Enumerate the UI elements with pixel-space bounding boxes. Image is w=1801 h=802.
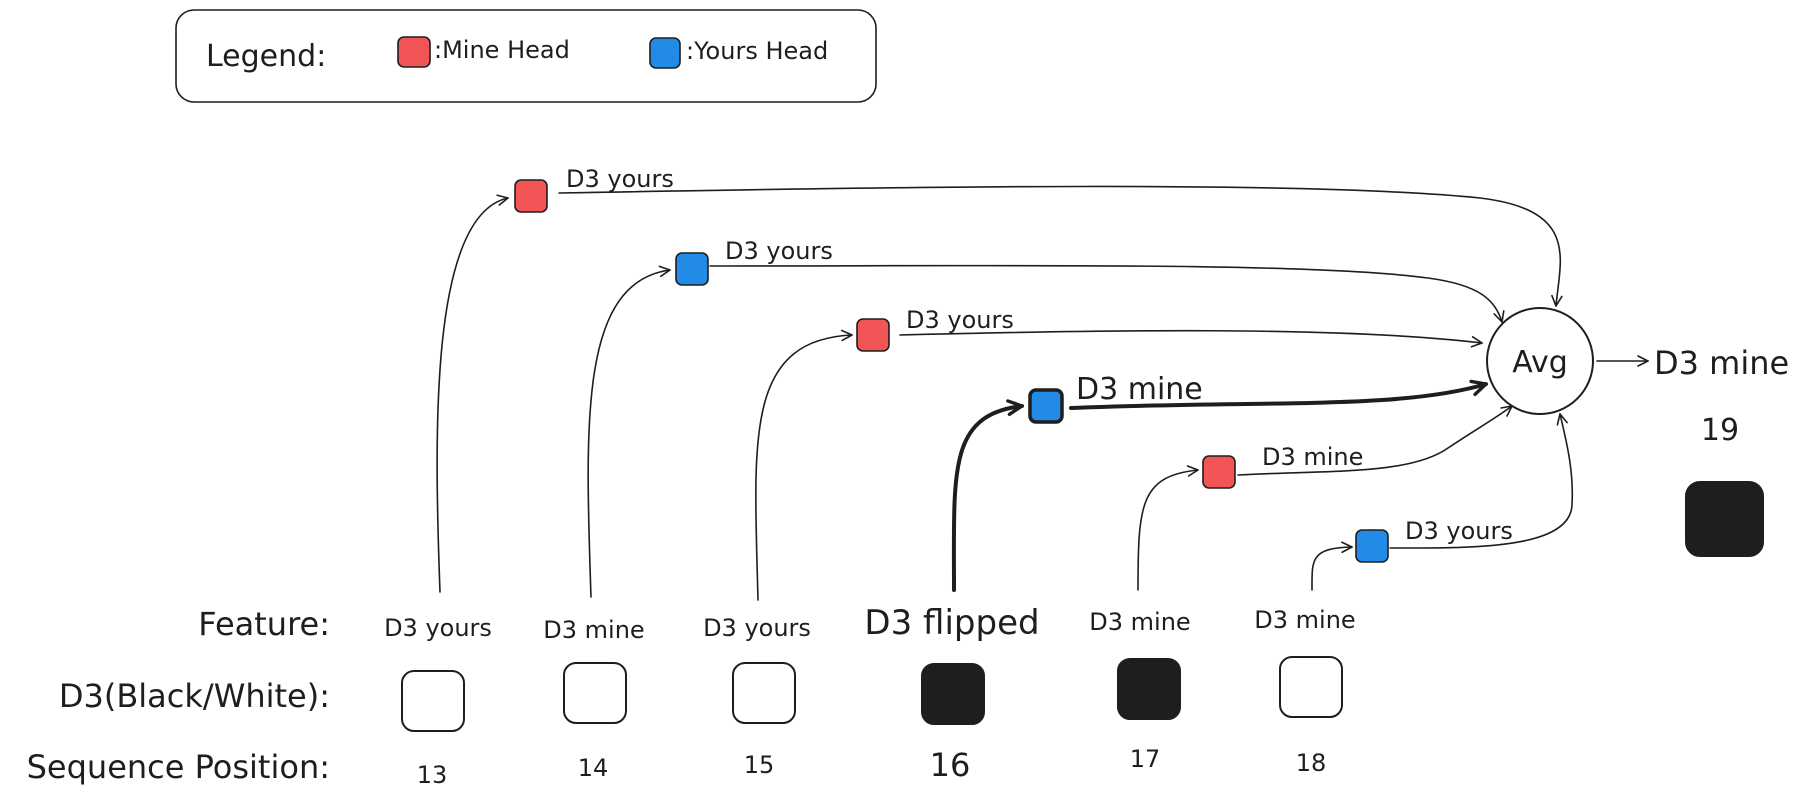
feature-label-13: D3 yours: [384, 614, 492, 642]
head-output-label-15: D3 yours: [906, 306, 1014, 334]
d3-box-13: [401, 670, 465, 732]
feature-labels: D3 yours D3 mine D3 yours D3 flipped D3 …: [384, 603, 1356, 644]
sequence-positions: 13 14 15 16 17 18: [417, 745, 1327, 789]
feature-label-14: D3 mine: [543, 616, 644, 644]
yours-head-14: [675, 252, 709, 286]
head-output-labels: D3 yours D3 yours D3 yours D3 mine D3 mi…: [566, 165, 1513, 545]
edge-head-15-to-avg: [899, 329, 1483, 348]
edge-feature-15-to-head: [755, 329, 853, 601]
position-16: 16: [930, 746, 971, 784]
d3-box-17: [1117, 658, 1181, 720]
d3-box-19: [1685, 481, 1764, 557]
row-label-d3: D3(Black/White):: [59, 677, 330, 715]
legend-mine-label: :Mine Head: [434, 36, 570, 64]
feature-label-16: D3 flipped: [864, 603, 1039, 643]
avg-position-label: 19: [1701, 413, 1739, 448]
heads: [514, 179, 1389, 563]
mine-head-15: [856, 318, 890, 352]
yours-head-18: [1355, 529, 1389, 563]
row-labels: Feature: D3(Black/White): Sequence Posit…: [27, 605, 330, 786]
mine-head-17: [1202, 455, 1236, 489]
d3-box-16: [921, 663, 985, 725]
edge-feature-16-to-head: [951, 399, 1024, 592]
feature-to-head-edges: [436, 194, 1353, 601]
row-label-sequence: Sequence Position:: [27, 748, 330, 786]
avg-output-label: D3 mine: [1654, 344, 1789, 382]
edge-feature-14-to-head: [587, 265, 671, 598]
head-output-label-18: D3 yours: [1405, 517, 1513, 545]
position-18: 18: [1296, 749, 1327, 777]
legend: Legend: :Mine Head :Yours Head: [175, 9, 877, 103]
head-output-label-13: D3 yours: [566, 165, 674, 193]
edge-feature-17-to-head: [1137, 465, 1199, 591]
legend-yours-swatch: [649, 37, 681, 69]
head-output-label-17: D3 mine: [1262, 443, 1363, 471]
d3-box-15: [732, 662, 796, 724]
legend-title: Legend:: [206, 39, 326, 74]
legend-frame: [175, 9, 877, 103]
head-to-avg-edges: [558, 185, 1574, 549]
feature-label-17: D3 mine: [1089, 608, 1190, 636]
edge-head-14-to-avg: [709, 264, 1505, 323]
edge-feature-18-to-head: [1311, 541, 1353, 591]
feature-label-18: D3 mine: [1254, 606, 1355, 634]
legend-yours-label: :Yours Head: [686, 37, 828, 65]
avg-label: Avg: [1512, 345, 1568, 380]
position-14: 14: [578, 754, 609, 782]
head-output-label-14: D3 yours: [725, 237, 833, 265]
edge-head-17-to-avg: [1237, 405, 1513, 476]
feature-label-15: D3 yours: [703, 614, 811, 642]
edge-head-18-to-avg: [1389, 413, 1574, 549]
yours-head-16: [1028, 388, 1064, 424]
d3-boxes: [401, 656, 1343, 732]
position-13: 13: [417, 761, 448, 789]
avg-circle: [1486, 307, 1594, 415]
legend-mine-swatch: [397, 36, 431, 68]
mine-head-13: [514, 179, 548, 213]
head-output-label-16: D3 mine: [1076, 372, 1203, 407]
position-15: 15: [744, 751, 775, 779]
edge-head-13-to-avg: [558, 185, 1563, 307]
edge-feature-13-to-head: [436, 194, 509, 593]
row-label-feature: Feature:: [198, 605, 330, 643]
d3-box-14: [563, 662, 627, 724]
avg-node: Avg D3 mine 19: [1486, 307, 1789, 557]
d3-box-18: [1279, 656, 1343, 718]
position-17: 17: [1130, 745, 1161, 773]
edge-head-16-to-avg: [1069, 379, 1488, 410]
